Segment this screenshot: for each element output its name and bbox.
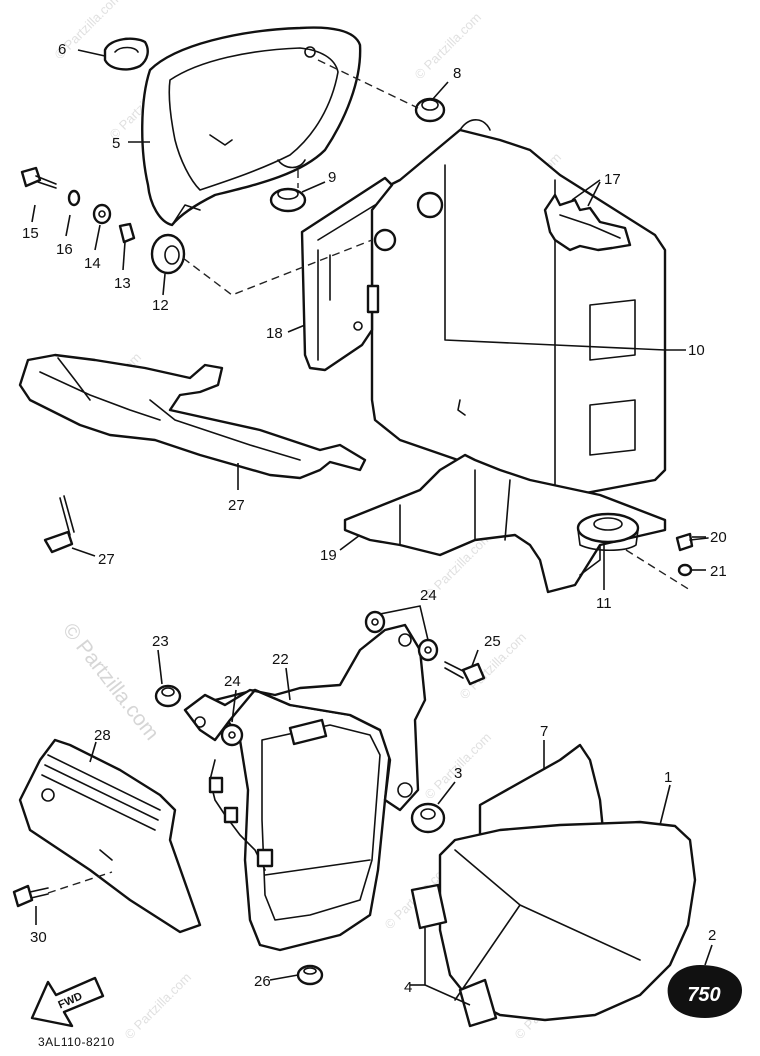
callout-6: 6 <box>58 41 66 58</box>
fasteners-20-21 <box>675 532 709 577</box>
callout-17: 17 <box>604 171 621 188</box>
callout-9: 9 <box>328 169 336 186</box>
callout-21: 21 <box>710 563 727 580</box>
emblem-750: 750 <box>667 965 742 1018</box>
duct-27 <box>18 353 367 480</box>
grommet-3 <box>410 802 446 834</box>
bolt-30 <box>12 884 49 908</box>
diagram-code: 3AL110-8210 <box>38 1035 115 1049</box>
watermark-text: © Partzilla.com <box>58 619 163 745</box>
callout-3: 3 <box>454 765 462 782</box>
callout-13: 13 <box>114 275 131 292</box>
grommet-8 <box>414 97 446 123</box>
callout-19: 19 <box>320 547 337 564</box>
bolt-28 <box>43 495 75 554</box>
fwd-arrow-icon: FWD <box>30 976 105 1028</box>
callout-7: 7 <box>540 723 548 740</box>
bracket-plate <box>183 623 427 812</box>
grommet-26 <box>296 964 324 986</box>
callout-14: 14 <box>84 255 101 272</box>
callout-26: 26 <box>254 973 271 990</box>
callout-23: 23 <box>152 633 169 650</box>
pads-4 <box>410 883 498 1028</box>
bracket-18 <box>300 176 394 372</box>
cover-29 <box>18 738 202 934</box>
callout-15: 15 <box>22 225 39 242</box>
grommet-6 <box>103 37 149 71</box>
callout-10: 10 <box>688 342 705 359</box>
callout-22: 22 <box>272 651 289 668</box>
leader-lines <box>31 49 713 1006</box>
watermark-text: © Partzilla.com <box>122 970 195 1043</box>
callout-labels: 6 5 8 9 15 16 14 13 12 17 10 18 19 11 20… <box>22 41 727 996</box>
battery-label-17 <box>543 193 632 252</box>
callout-12: 12 <box>152 297 169 314</box>
grommet-9 <box>269 187 307 213</box>
callout-5: 5 <box>112 135 120 152</box>
callout-27: 27 <box>228 497 245 514</box>
callout-20: 20 <box>710 529 727 546</box>
callout-28: 27 <box>98 551 115 568</box>
callout-8: 8 <box>453 65 461 82</box>
callout-24-upper: 24 <box>420 587 437 604</box>
battery-box <box>368 119 667 497</box>
callout-1: 1 <box>664 769 672 786</box>
emblem-text: 750 <box>687 984 720 1006</box>
washers-24 <box>220 610 439 747</box>
callout-4: 4 <box>404 979 412 996</box>
watermark-text: © Partzilla.com <box>412 10 485 83</box>
callout-24-lower: 24 <box>224 673 241 690</box>
wiring-clips <box>208 759 274 871</box>
callout-25: 25 <box>484 633 501 650</box>
tray-19 <box>343 453 667 594</box>
callout-11: 11 <box>596 595 612 612</box>
callout-16: 16 <box>56 241 73 258</box>
damper-11 <box>576 512 640 552</box>
grommet-23 <box>154 684 182 708</box>
screw-25 <box>444 661 486 686</box>
callout-29: 28 <box>94 727 111 744</box>
side-cover-upper <box>141 26 362 227</box>
callout-2: 2 <box>708 927 716 944</box>
fasteners-set <box>20 166 186 275</box>
callout-18: 18 <box>266 325 283 342</box>
callout-30: 30 <box>30 929 47 946</box>
